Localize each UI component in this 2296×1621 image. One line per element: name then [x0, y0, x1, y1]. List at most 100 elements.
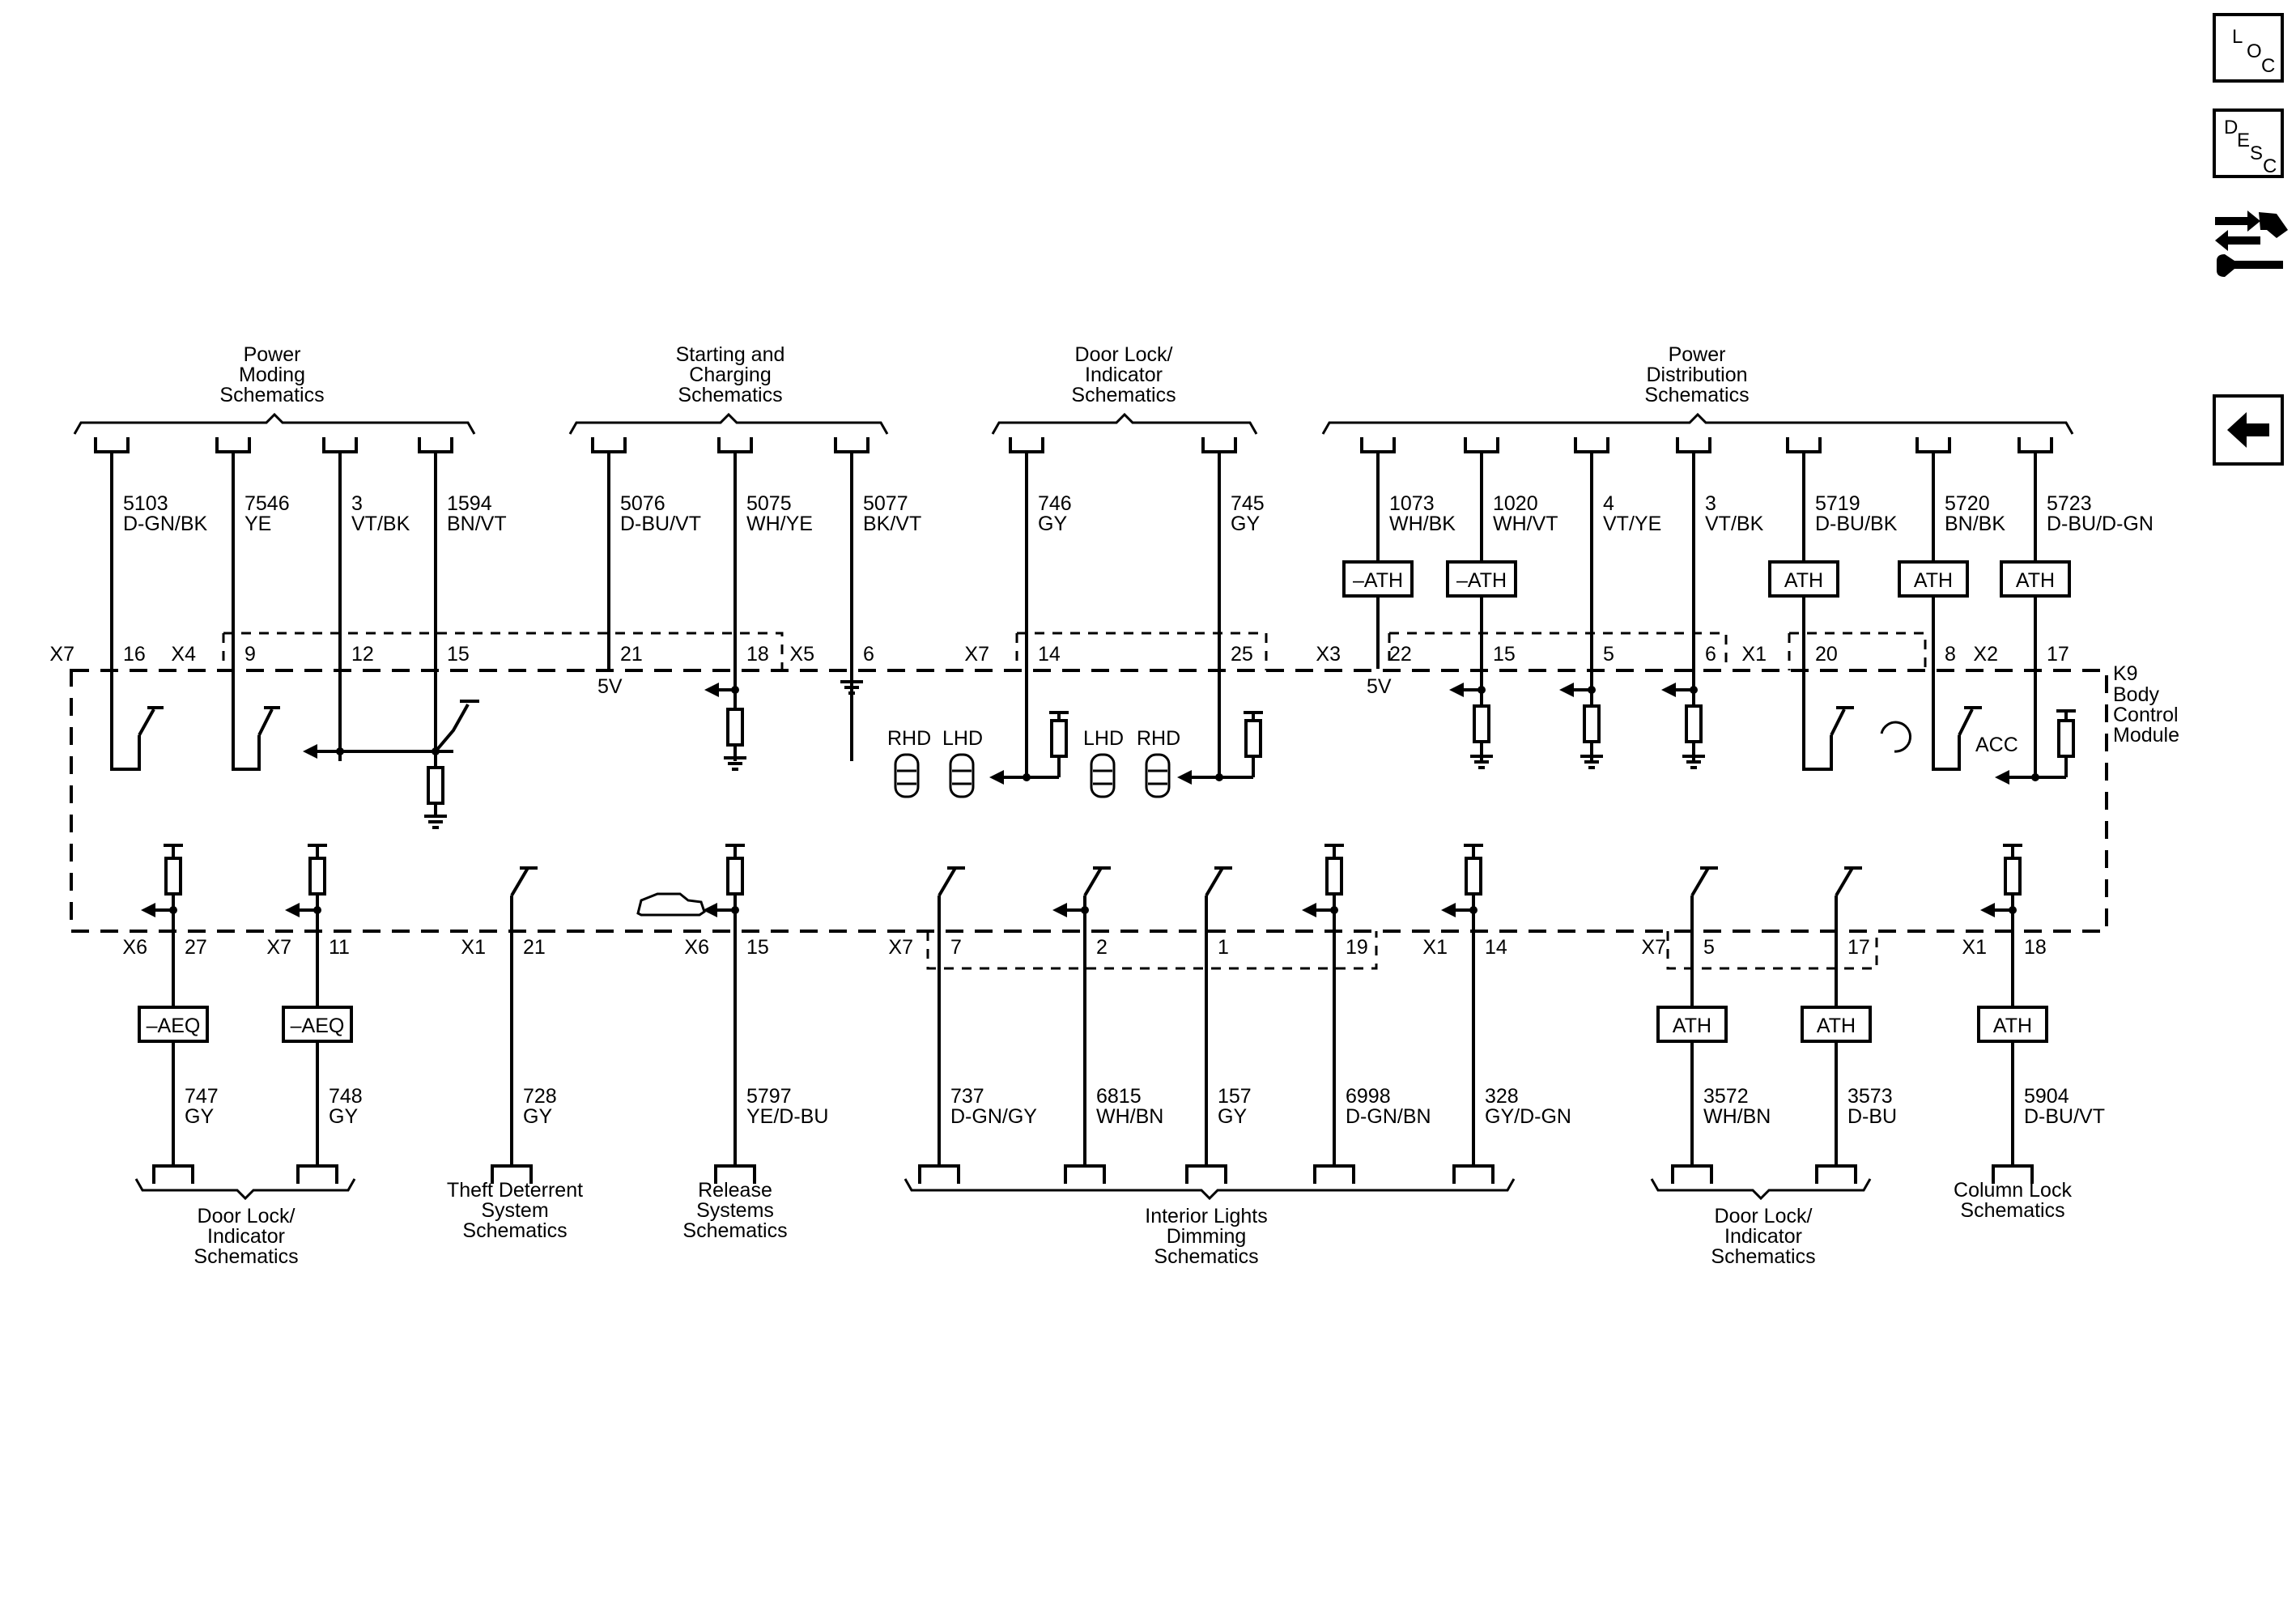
- module-name: Control: [2113, 704, 2179, 726]
- circuit-number: 5797: [746, 1085, 792, 1108]
- connector-x7c-outline: [1666, 931, 1878, 970]
- back-button[interactable]: [2213, 394, 2284, 466]
- location-button[interactable]: L O C: [2213, 13, 2284, 83]
- connector-cavity-top: [1676, 437, 1711, 453]
- wire-color: GY: [329, 1105, 358, 1128]
- wire-color: WH/VT: [1493, 513, 1558, 535]
- pin-number: 11: [329, 936, 350, 959]
- connector-id: X7: [1641, 936, 1666, 959]
- connector-cavity-top: [418, 437, 453, 453]
- circuit-number: 1594: [447, 492, 492, 515]
- resistor: [164, 857, 182, 896]
- rhd-label: RHD: [887, 727, 931, 750]
- vehicle-rhd-icon: [894, 753, 920, 798]
- pin-number: 22: [1389, 643, 1412, 666]
- connector-tool-icon[interactable]: [2210, 202, 2291, 283]
- circuit-number: 3572: [1703, 1085, 1749, 1108]
- pin-number: 18: [746, 643, 769, 666]
- pin-number: 18: [2024, 936, 2047, 959]
- group-bracket: [991, 412, 1258, 435]
- connector-cavity-bottom: [152, 1164, 194, 1184]
- option-label: ATH: [2016, 569, 2055, 592]
- connector-cavity-bottom: [1313, 1164, 1355, 1184]
- pin-number: 1: [1218, 936, 1229, 959]
- description-button[interactable]: D E S C: [2213, 108, 2284, 178]
- wire-color: BN/BK: [1945, 513, 2005, 535]
- arrow-left: [704, 683, 719, 697]
- connector-cavity-top: [1201, 437, 1237, 453]
- wire-color: YE/D-BU: [746, 1105, 828, 1128]
- switch-contact: [1083, 866, 1103, 897]
- connector-x3-outline: [1388, 632, 1728, 670]
- group-title-top: Power: [244, 343, 301, 366]
- junction-dot: [1081, 906, 1089, 914]
- group-title-bottom: Schematics: [1154, 1245, 1258, 1268]
- connector-id: X7: [49, 643, 74, 666]
- connector-id: X1: [1741, 643, 1767, 666]
- group-title-top: Moding: [239, 364, 305, 386]
- arrow-left: [303, 744, 317, 759]
- pin-number: 5: [1703, 936, 1715, 959]
- group-title-bottom: System: [481, 1199, 548, 1222]
- ground-symbol: [1580, 750, 1603, 769]
- wire-color: D-BU/VT: [620, 513, 701, 535]
- connector-cavity-top: [591, 437, 627, 453]
- circuit-number: 5723: [2047, 492, 2092, 515]
- connector-cavity-top: [717, 437, 753, 453]
- connector-id: X5: [789, 643, 814, 666]
- circuit-number: 3: [1705, 492, 1716, 515]
- connector-id: X1: [461, 936, 486, 959]
- circuit-number: 5904: [2024, 1085, 2069, 1108]
- circuit-number: 7546: [244, 492, 290, 515]
- circuit-number: 5719: [1815, 492, 1860, 515]
- group-title-bottom: Schematics: [462, 1219, 567, 1242]
- option-box: [1801, 1006, 1872, 1043]
- arrow-left: [1441, 903, 1456, 917]
- connector-cavity-top: [834, 437, 870, 453]
- switch-contact: [938, 866, 957, 897]
- option-label: ATH: [1993, 1015, 2032, 1037]
- group-title-top: Starting and: [676, 343, 785, 366]
- voltage-label: 5V: [597, 675, 623, 698]
- pin-number: 7: [950, 936, 962, 959]
- wire-color: WH/BN: [1096, 1105, 1163, 1128]
- ground-symbol: [724, 751, 746, 771]
- pin-number: 6: [863, 643, 874, 666]
- option-box: [2000, 560, 2071, 598]
- option-box: [282, 1006, 353, 1043]
- circuit-number: 728: [523, 1085, 557, 1108]
- wire-color: D-BU/BK: [1815, 513, 1898, 535]
- wire-color: WH/YE: [746, 513, 813, 535]
- resistor: [308, 857, 326, 896]
- connector-x4-outline: [222, 632, 784, 670]
- pin-number: 6: [1705, 643, 1716, 666]
- connector-cavity-top: [1464, 437, 1499, 453]
- loc-letter-l: L: [2232, 26, 2243, 48]
- ground-symbol: [424, 810, 447, 829]
- circuit-number: 5103: [123, 492, 168, 515]
- switch-contact: [434, 700, 479, 753]
- group-title-bottom: Theft Deterrent: [447, 1179, 583, 1202]
- connector-x1-outline: [1788, 632, 1927, 670]
- connector-x7-outline: [1015, 632, 1268, 670]
- schematic-lines: [70, 412, 2108, 1201]
- wire-color: GY: [1218, 1105, 1247, 1128]
- group-title-bottom: Indicator: [207, 1225, 285, 1248]
- group-bracket: [73, 412, 476, 435]
- circuit-number: 1020: [1493, 492, 1538, 515]
- connector-cavity-top: [1574, 437, 1609, 453]
- wire-color: GY: [523, 1105, 552, 1128]
- group-title-bottom: Door Lock/: [198, 1205, 296, 1227]
- junction-dot: [2031, 773, 2039, 781]
- option-label: –ATH: [1456, 569, 1507, 592]
- resistor: [1473, 704, 1490, 743]
- pin-number: 16: [123, 643, 146, 666]
- resistor: [1583, 704, 1601, 743]
- connector-id: X3: [1316, 643, 1341, 666]
- wire-color: GY: [185, 1105, 214, 1128]
- group-title-top: Distribution: [1646, 364, 1747, 386]
- resistor: [726, 708, 744, 747]
- option-label: ATH: [1673, 1015, 1711, 1037]
- connector-cavity-bottom: [1452, 1164, 1495, 1184]
